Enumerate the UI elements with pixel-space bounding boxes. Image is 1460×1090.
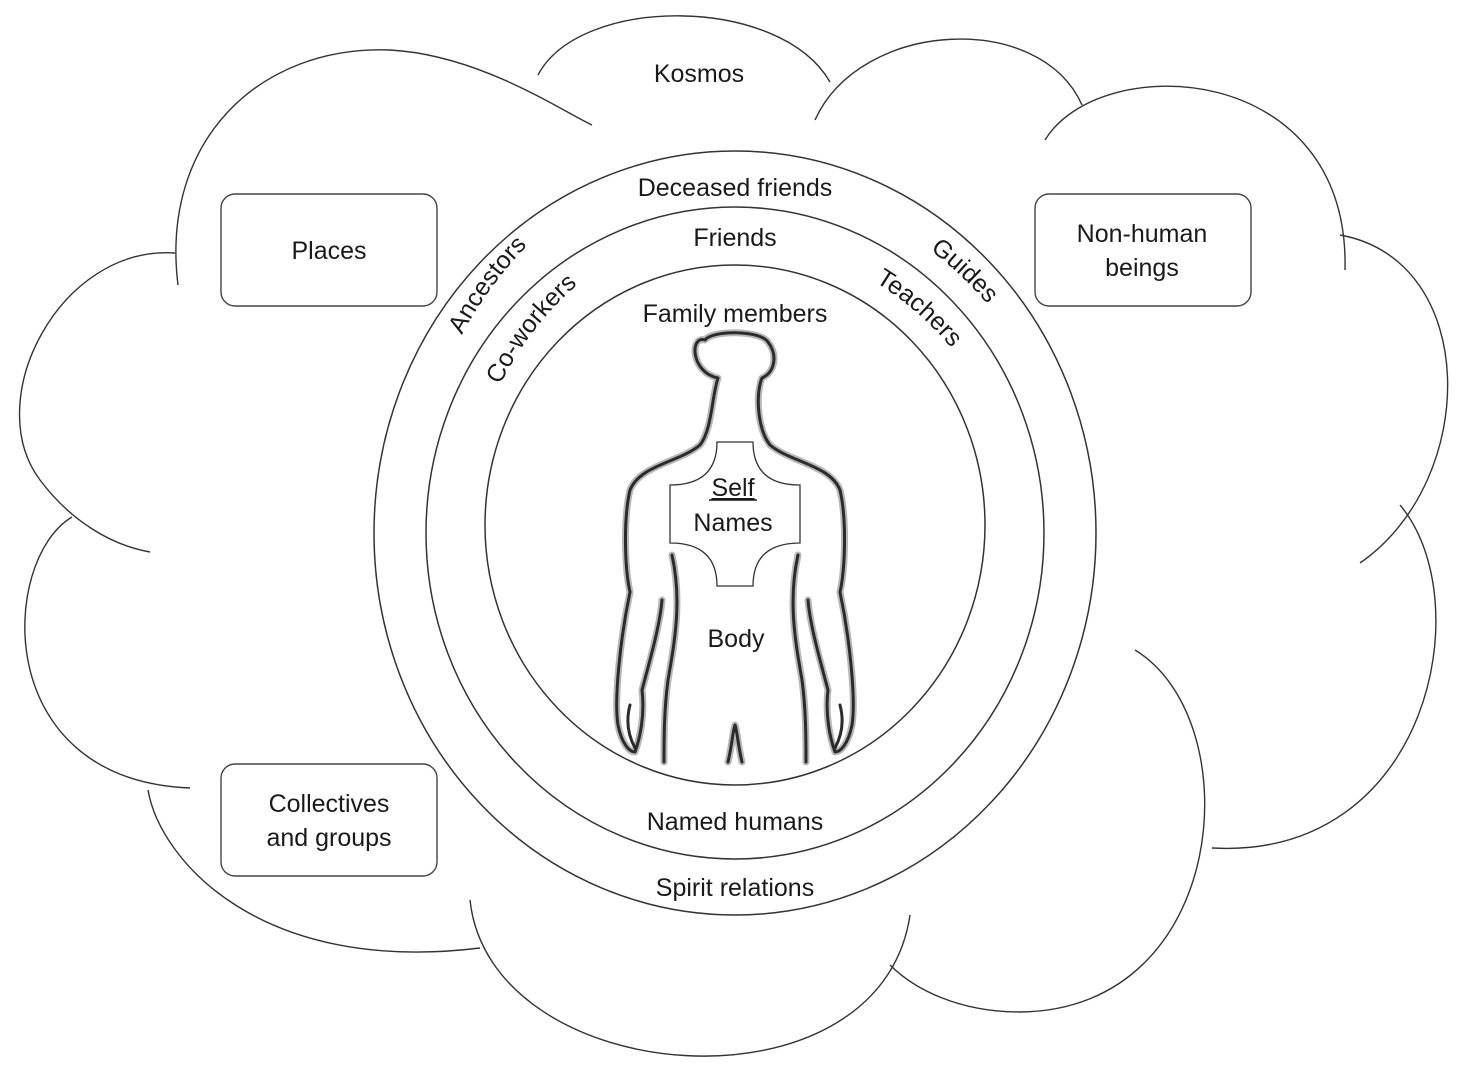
family-members-ring — [484, 264, 986, 786]
cloud-lobe-right — [1339, 234, 1449, 564]
deceased-friends-label: Deceased friends — [638, 174, 833, 202]
places-box — [220, 193, 438, 307]
collectives-label-line2: and groups — [266, 824, 391, 852]
cloud-lobe-top-left — [175, 49, 593, 286]
non-human-beings-box — [1034, 193, 1252, 307]
cloud-lobe-bottom-left — [147, 789, 481, 953]
kosmos-cloud — [18, 15, 1449, 1057]
spirit-relations-ring — [373, 150, 1097, 916]
family-members-label: Family members — [643, 300, 828, 328]
cloud-lobe-bottom — [469, 899, 911, 1057]
self-plaque — [669, 441, 801, 587]
spirit-relations-label: Spirit relations — [656, 874, 814, 902]
body-silhouette — [613, 329, 857, 766]
non-human-label-line2: beings — [1105, 254, 1179, 282]
named-humans-ring — [425, 206, 1045, 860]
collectives-box — [220, 763, 438, 877]
named-humans-label: Named humans — [647, 808, 823, 836]
cloud-lobe-lower-right — [1211, 504, 1437, 849]
names-label: Names — [693, 509, 772, 537]
friends-label: Friends — [693, 224, 776, 252]
non-human-label-line1: Non-human — [1077, 220, 1208, 248]
cloud-lobe-left — [24, 516, 191, 789]
cloud-lobe-bottom-right — [889, 649, 1206, 1013]
collectives-label-line1: Collectives — [269, 790, 390, 818]
self-label: Self — [711, 474, 754, 502]
body-label: Body — [708, 625, 765, 653]
places-label: Places — [291, 237, 366, 265]
kosmos-label: Kosmos — [654, 60, 744, 88]
cloud-lobe-top — [537, 15, 831, 83]
guides-label: Guides — [926, 233, 1004, 308]
cloud-lobe-top-right — [814, 38, 1083, 121]
cloud-lobe-upper-right — [1044, 85, 1346, 271]
cloud-lobe-upper-left — [18, 252, 176, 553]
